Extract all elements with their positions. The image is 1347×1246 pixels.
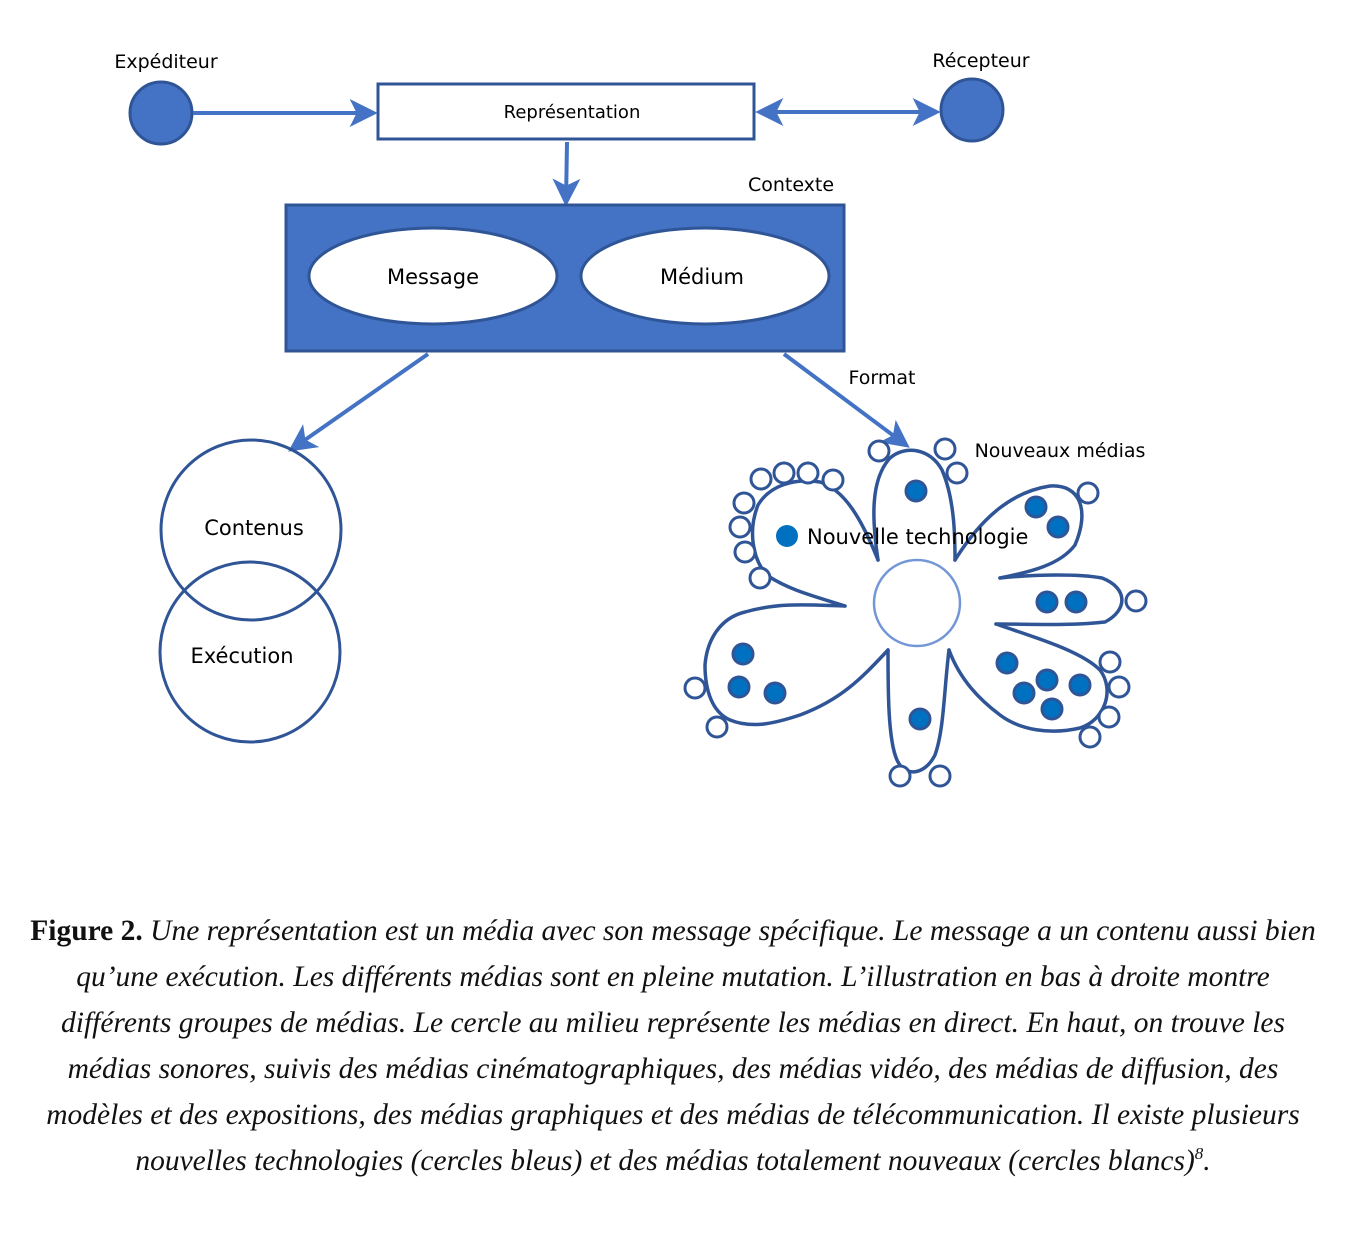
execution-circle bbox=[158, 560, 342, 744]
medium-ellipse bbox=[579, 226, 831, 326]
new-media-dot bbox=[888, 764, 912, 788]
receiver-node bbox=[939, 77, 1005, 143]
new-media-dot bbox=[933, 437, 957, 461]
new-media-dot bbox=[1124, 589, 1148, 613]
new-technology-dot bbox=[1046, 515, 1070, 539]
petal-top bbox=[872, 448, 957, 562]
new-technology-dots bbox=[727, 479, 1092, 731]
medium-label: Médium bbox=[660, 265, 744, 289]
figure-label: Figure 2. bbox=[30, 915, 143, 947]
message-ellipse bbox=[307, 226, 559, 326]
new-media-dot bbox=[945, 461, 969, 485]
message-label: Message bbox=[387, 265, 479, 289]
footnote-reference: 8 bbox=[1194, 1144, 1204, 1164]
petal-top-left bbox=[750, 479, 880, 608]
new-media-dot bbox=[749, 467, 773, 491]
new-technology-legend-dot bbox=[776, 525, 798, 547]
context-label: Contexte bbox=[748, 174, 834, 196]
petal-bottom-left bbox=[703, 603, 890, 727]
new-media-dot bbox=[928, 764, 952, 788]
arrow-context-to-venn bbox=[288, 352, 430, 452]
new-media-dot bbox=[1076, 481, 1100, 505]
new-technology-dot bbox=[731, 642, 755, 666]
sender-label: Expéditeur bbox=[114, 51, 218, 73]
new-technology-dot bbox=[1012, 681, 1036, 705]
new-technology-dot bbox=[1068, 673, 1092, 697]
new-media-dot bbox=[1097, 705, 1121, 729]
new-technology-dot bbox=[1035, 668, 1059, 692]
figure-caption: Figure 2. Une représentation est un médi… bbox=[18, 908, 1328, 1184]
contents-circle bbox=[159, 438, 343, 622]
media-flower bbox=[703, 448, 1124, 774]
new-media-dot bbox=[1107, 675, 1131, 699]
caption-end: . bbox=[1203, 1145, 1211, 1177]
new-media-label: Nouveaux médias bbox=[975, 440, 1146, 462]
new-technology-dot bbox=[1064, 590, 1088, 614]
arrow-representation-to-context bbox=[552, 141, 581, 207]
new-media-dot bbox=[732, 491, 756, 515]
new-technology-dot bbox=[763, 681, 787, 705]
petal-bottom-right bbox=[947, 622, 1109, 733]
petal-right bbox=[994, 573, 1124, 627]
representation-label: Représentation bbox=[504, 102, 641, 123]
sender-node bbox=[128, 80, 194, 146]
new-technology-dot bbox=[908, 707, 932, 731]
new-media-dot bbox=[683, 676, 707, 700]
receiver-label: Récepteur bbox=[932, 50, 1029, 72]
new-technology-dot bbox=[727, 675, 751, 699]
petal-bottom bbox=[886, 648, 951, 774]
new-technology-dot bbox=[904, 479, 928, 503]
new-media-dot bbox=[705, 715, 729, 739]
petal-top-right bbox=[953, 484, 1084, 580]
new-technology-dot bbox=[1024, 495, 1048, 519]
new-media-dot bbox=[733, 540, 757, 564]
new-media-dot bbox=[796, 461, 820, 485]
new-media-dot bbox=[728, 515, 752, 539]
new-technology-label: Nouvelle technologie bbox=[807, 525, 1028, 549]
media-representation-diagram: Expéditeur Récepteur Représentation Cont… bbox=[114, 50, 1148, 788]
new-media-dot bbox=[867, 439, 891, 463]
new-media-dot bbox=[1098, 650, 1122, 674]
new-media-dot bbox=[1078, 725, 1102, 749]
contents-label: Contenus bbox=[204, 516, 304, 540]
new-technology-dot bbox=[1040, 697, 1064, 721]
new-media-dot bbox=[772, 461, 796, 485]
caption-text: Une représentation est un média avec son… bbox=[46, 915, 1316, 1177]
live-media-circle bbox=[872, 558, 962, 648]
arrow-context-to-flower bbox=[782, 352, 910, 448]
new-technology-dot bbox=[1035, 590, 1059, 614]
new-media-dots bbox=[683, 437, 1148, 788]
execution-label: Exécution bbox=[190, 644, 293, 668]
representation-box bbox=[376, 82, 756, 141]
new-media-dot bbox=[821, 468, 845, 492]
format-label: Format bbox=[849, 367, 916, 389]
new-technology-dot bbox=[995, 651, 1019, 675]
new-media-dot bbox=[748, 566, 772, 590]
